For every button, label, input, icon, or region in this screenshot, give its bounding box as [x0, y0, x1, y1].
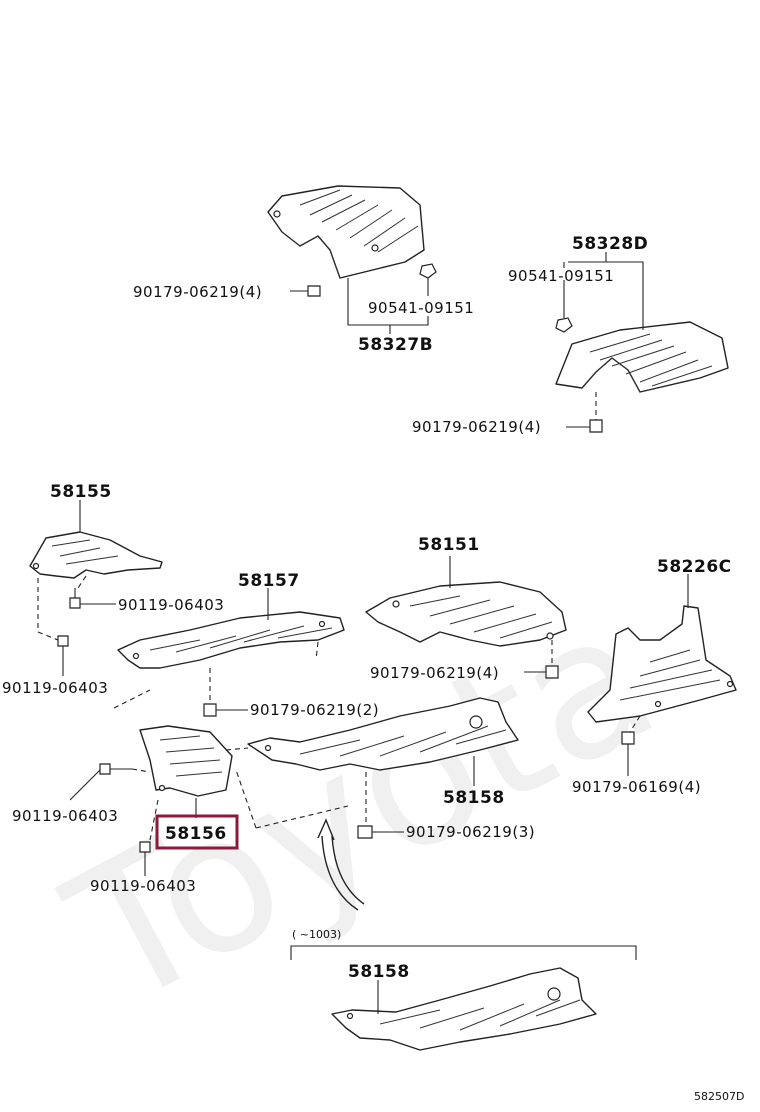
variant-note: ( ~1003): [292, 928, 341, 941]
fastener-bolt[interactable]: [57, 635, 69, 676]
fastener-grommet[interactable]: [203, 703, 217, 717]
label-58158-main: 58158: [443, 788, 505, 808]
fastener-nut[interactable]: [419, 263, 437, 279]
label-58327B: 58327B: [358, 335, 433, 355]
label-90119-06403-b: 90119-06403: [2, 679, 108, 697]
figure-code: 582507D: [694, 1090, 744, 1103]
label-58157: 58157: [238, 571, 300, 591]
label-90179-06219-4-c: 90179-06219(4): [370, 664, 499, 682]
part-58226C-drawing[interactable]: [587, 605, 737, 723]
part-58158-drawing[interactable]: [247, 697, 519, 771]
label-90119-06403-a: 90119-06403: [118, 596, 224, 614]
label-90179-06219-2: 90179-06219(2): [250, 701, 379, 719]
part-58155-drawing[interactable]: [29, 531, 163, 579]
label-58151: 58151: [418, 535, 480, 555]
label-58155: 58155: [50, 482, 112, 502]
label-90119-06403-d: 90119-06403: [90, 877, 196, 895]
label-58328D: 58328D: [572, 234, 648, 254]
direction-arrow: [317, 818, 365, 911]
part-58327B-drawing[interactable]: [267, 185, 425, 279]
fastener-bolt[interactable]: [69, 588, 81, 609]
fastener-bolt[interactable]: [99, 763, 132, 775]
part-58151-drawing[interactable]: [365, 581, 567, 647]
label-58158-alt: 58158: [348, 962, 410, 982]
label-90179-06219-4-b: 90179-06219(4): [412, 418, 541, 436]
highlight-box-58156[interactable]: [155, 814, 239, 850]
label-90179-06219-3: 90179-06219(3): [406, 823, 535, 841]
fastener-bolt[interactable]: [139, 841, 151, 876]
label-58226C: 58226C: [657, 557, 732, 577]
part-58158-alt-drawing[interactable]: [331, 967, 597, 1051]
fastener-grommet[interactable]: [307, 285, 321, 297]
fastener-grommet[interactable]: [621, 731, 635, 745]
fastener-grommet[interactable]: [589, 419, 603, 433]
part-58157-drawing[interactable]: [117, 611, 345, 669]
part-58156-drawing[interactable]: [139, 725, 233, 797]
label-90179-06169-4: 90179-06169(4): [572, 778, 701, 796]
label-58156: 58156: [165, 824, 227, 844]
label-90179-06219-4-a: 90179-06219(4): [133, 283, 262, 301]
fastener-nut[interactable]: [555, 317, 573, 333]
label-90119-06403-c: 90119-06403: [12, 807, 118, 825]
fastener-grommet[interactable]: [545, 665, 559, 679]
part-58328D-drawing[interactable]: [555, 321, 729, 393]
fastener-grommet[interactable]: [357, 825, 373, 839]
label-90541-09151-a: 90541-09151: [368, 299, 474, 317]
label-90541-09151-b: 90541-09151: [508, 267, 614, 285]
